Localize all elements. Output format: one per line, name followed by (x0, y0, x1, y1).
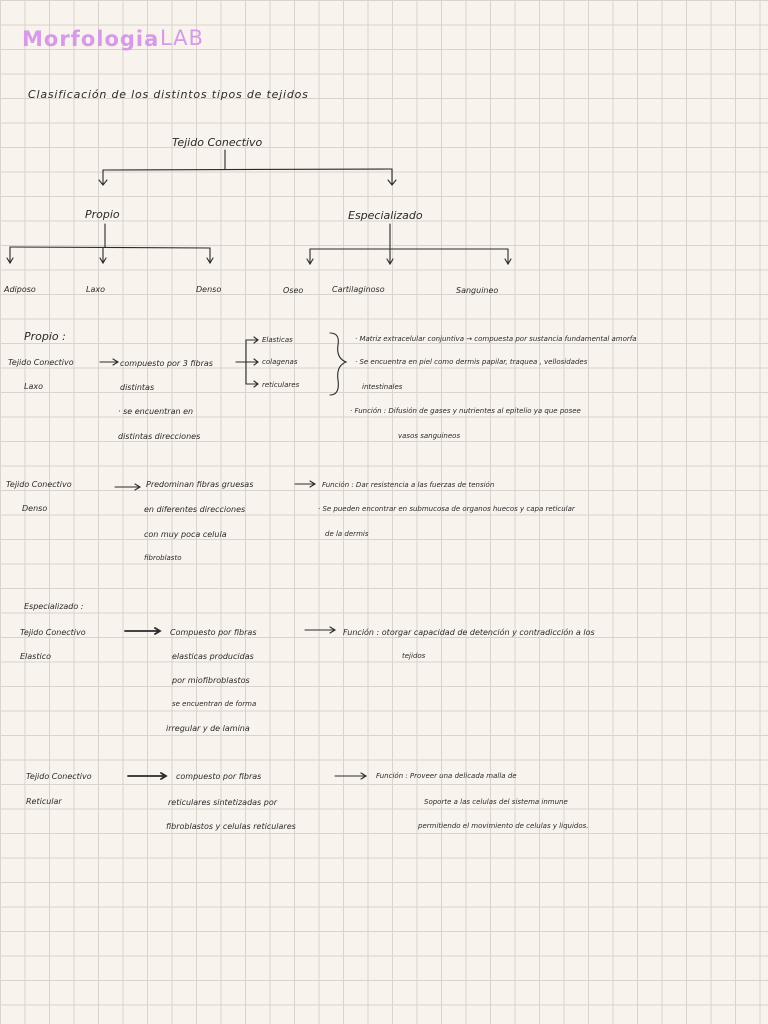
denso-note-line: Función : Dar resistencia a las fuerzas … (322, 481, 495, 489)
especializado-arrows (306, 248, 512, 266)
reticular-name-2: Reticular (26, 797, 62, 806)
laxo-note-line: intestinales (362, 383, 403, 391)
elastico-desc-line: por miofibroblastos (172, 676, 250, 685)
fiber-elasticas: Elasticas (262, 336, 293, 344)
tree-leaf-sanguineo: Sanguineo (456, 286, 499, 295)
laxo-note-line: · Se encuentra en piel como dermis papil… (355, 358, 588, 366)
denso-name-2: Denso (22, 504, 48, 513)
tree-leaf-cartilaginoso: Cartilaginoso (332, 285, 385, 294)
denso-note-line: de la dermis (325, 530, 369, 538)
reticular-note-line: Soporte a las celulas del sistema inmune (424, 798, 568, 806)
reticular-note-line: permitiendo el movimiento de celulas y l… (418, 822, 589, 830)
elastico-desc-line: se encuentran de forma (172, 700, 257, 708)
denso-note-line: · Se pueden encontrar en submucosa de or… (318, 505, 575, 513)
laxo-desc-line: distintas direcciones (118, 432, 201, 441)
elastico-note-line: Función : otorgar capacidad de detención… (343, 628, 595, 637)
page-title: Morfologia (22, 27, 160, 51)
denso-name-1: Tejido Conectivo (6, 480, 72, 489)
fibers-bracket (235, 336, 259, 388)
reticular-arrow-1 (127, 772, 168, 780)
fiber-colagenas: colagenas (262, 358, 298, 366)
elastico-desc-line: Compuesto por fibras (170, 628, 257, 637)
laxo-name-2: Laxo (24, 382, 43, 391)
laxo-desc-line: · se encuentran en (118, 407, 194, 416)
especializado-heading: Especializado : (24, 602, 84, 611)
elastico-note-line: tejidos (402, 652, 426, 660)
elastico-name-2: Elastico (20, 652, 51, 661)
denso-desc-line: en diferentes direcciones (144, 505, 246, 514)
tree-leaf-adiposo: Adiposo (4, 285, 36, 294)
elastico-desc-line: elasticas producidas (172, 652, 254, 661)
laxo-note-line: · Función : Difusión de gases y nutrient… (350, 407, 581, 415)
denso-desc-line: con muy poca celula (144, 530, 227, 539)
fiber-reticulares: reticulares (262, 381, 300, 389)
denso-desc-line: Predominan fibras gruesas (146, 480, 254, 489)
denso-desc-line: fibroblasto (144, 554, 182, 562)
tree-branch-propio: Propio (85, 208, 120, 221)
elastico-arrow-1 (124, 627, 162, 635)
curly-brace (329, 332, 348, 396)
tree-branch-right (387, 168, 397, 186)
reticular-note-line: Función : Proveer una delicada malla de (376, 772, 517, 780)
propio-arrows (6, 246, 214, 265)
reticular-desc-line: reticulares sintetizadas por (168, 798, 278, 807)
reticular-desc-line: compuesto por fibras (176, 772, 262, 781)
laxo-note-line: · Matriz extracelular conjuntiva → compu… (355, 335, 637, 343)
propio-heading: Propio : (24, 330, 66, 343)
denso-arrow-1 (114, 483, 142, 491)
laxo-desc-line: compuesto por 3 fibras (120, 359, 213, 368)
reticular-name-1: Tejido Conectivo (26, 772, 92, 781)
tree-branch-especializado: Especializado (348, 209, 423, 222)
section-heading: Clasificación de los distintos tipos de … (28, 88, 309, 101)
tree-top-bar (102, 168, 393, 171)
elastico-arrow-2 (304, 626, 337, 634)
page-title-lab: LAB (160, 26, 204, 50)
laxo-desc-line: distintas (120, 383, 155, 392)
laxo-note-line: vasos sanguineos (398, 432, 461, 440)
denso-arrow-2 (294, 480, 317, 488)
tree-leaf-oseo: Oseo (283, 286, 304, 295)
tree-branch-left (98, 169, 108, 186)
elastico-name-1: Tejido Conectivo (20, 628, 86, 637)
propio-bar (9, 246, 211, 249)
laxo-arrow (99, 358, 120, 366)
tree-leaf-laxo: Laxo (86, 285, 105, 294)
reticular-desc-line: fibroblastos y celulas reticulares (166, 822, 296, 831)
tree-root-label: Tejido Conectivo (172, 136, 263, 149)
elastico-desc-line: irregular y de lamina (166, 724, 250, 733)
laxo-name-1: Tejido Conectivo (8, 358, 74, 367)
tree-leaf-denso: Denso (196, 285, 222, 294)
reticular-arrow-2 (334, 772, 368, 780)
